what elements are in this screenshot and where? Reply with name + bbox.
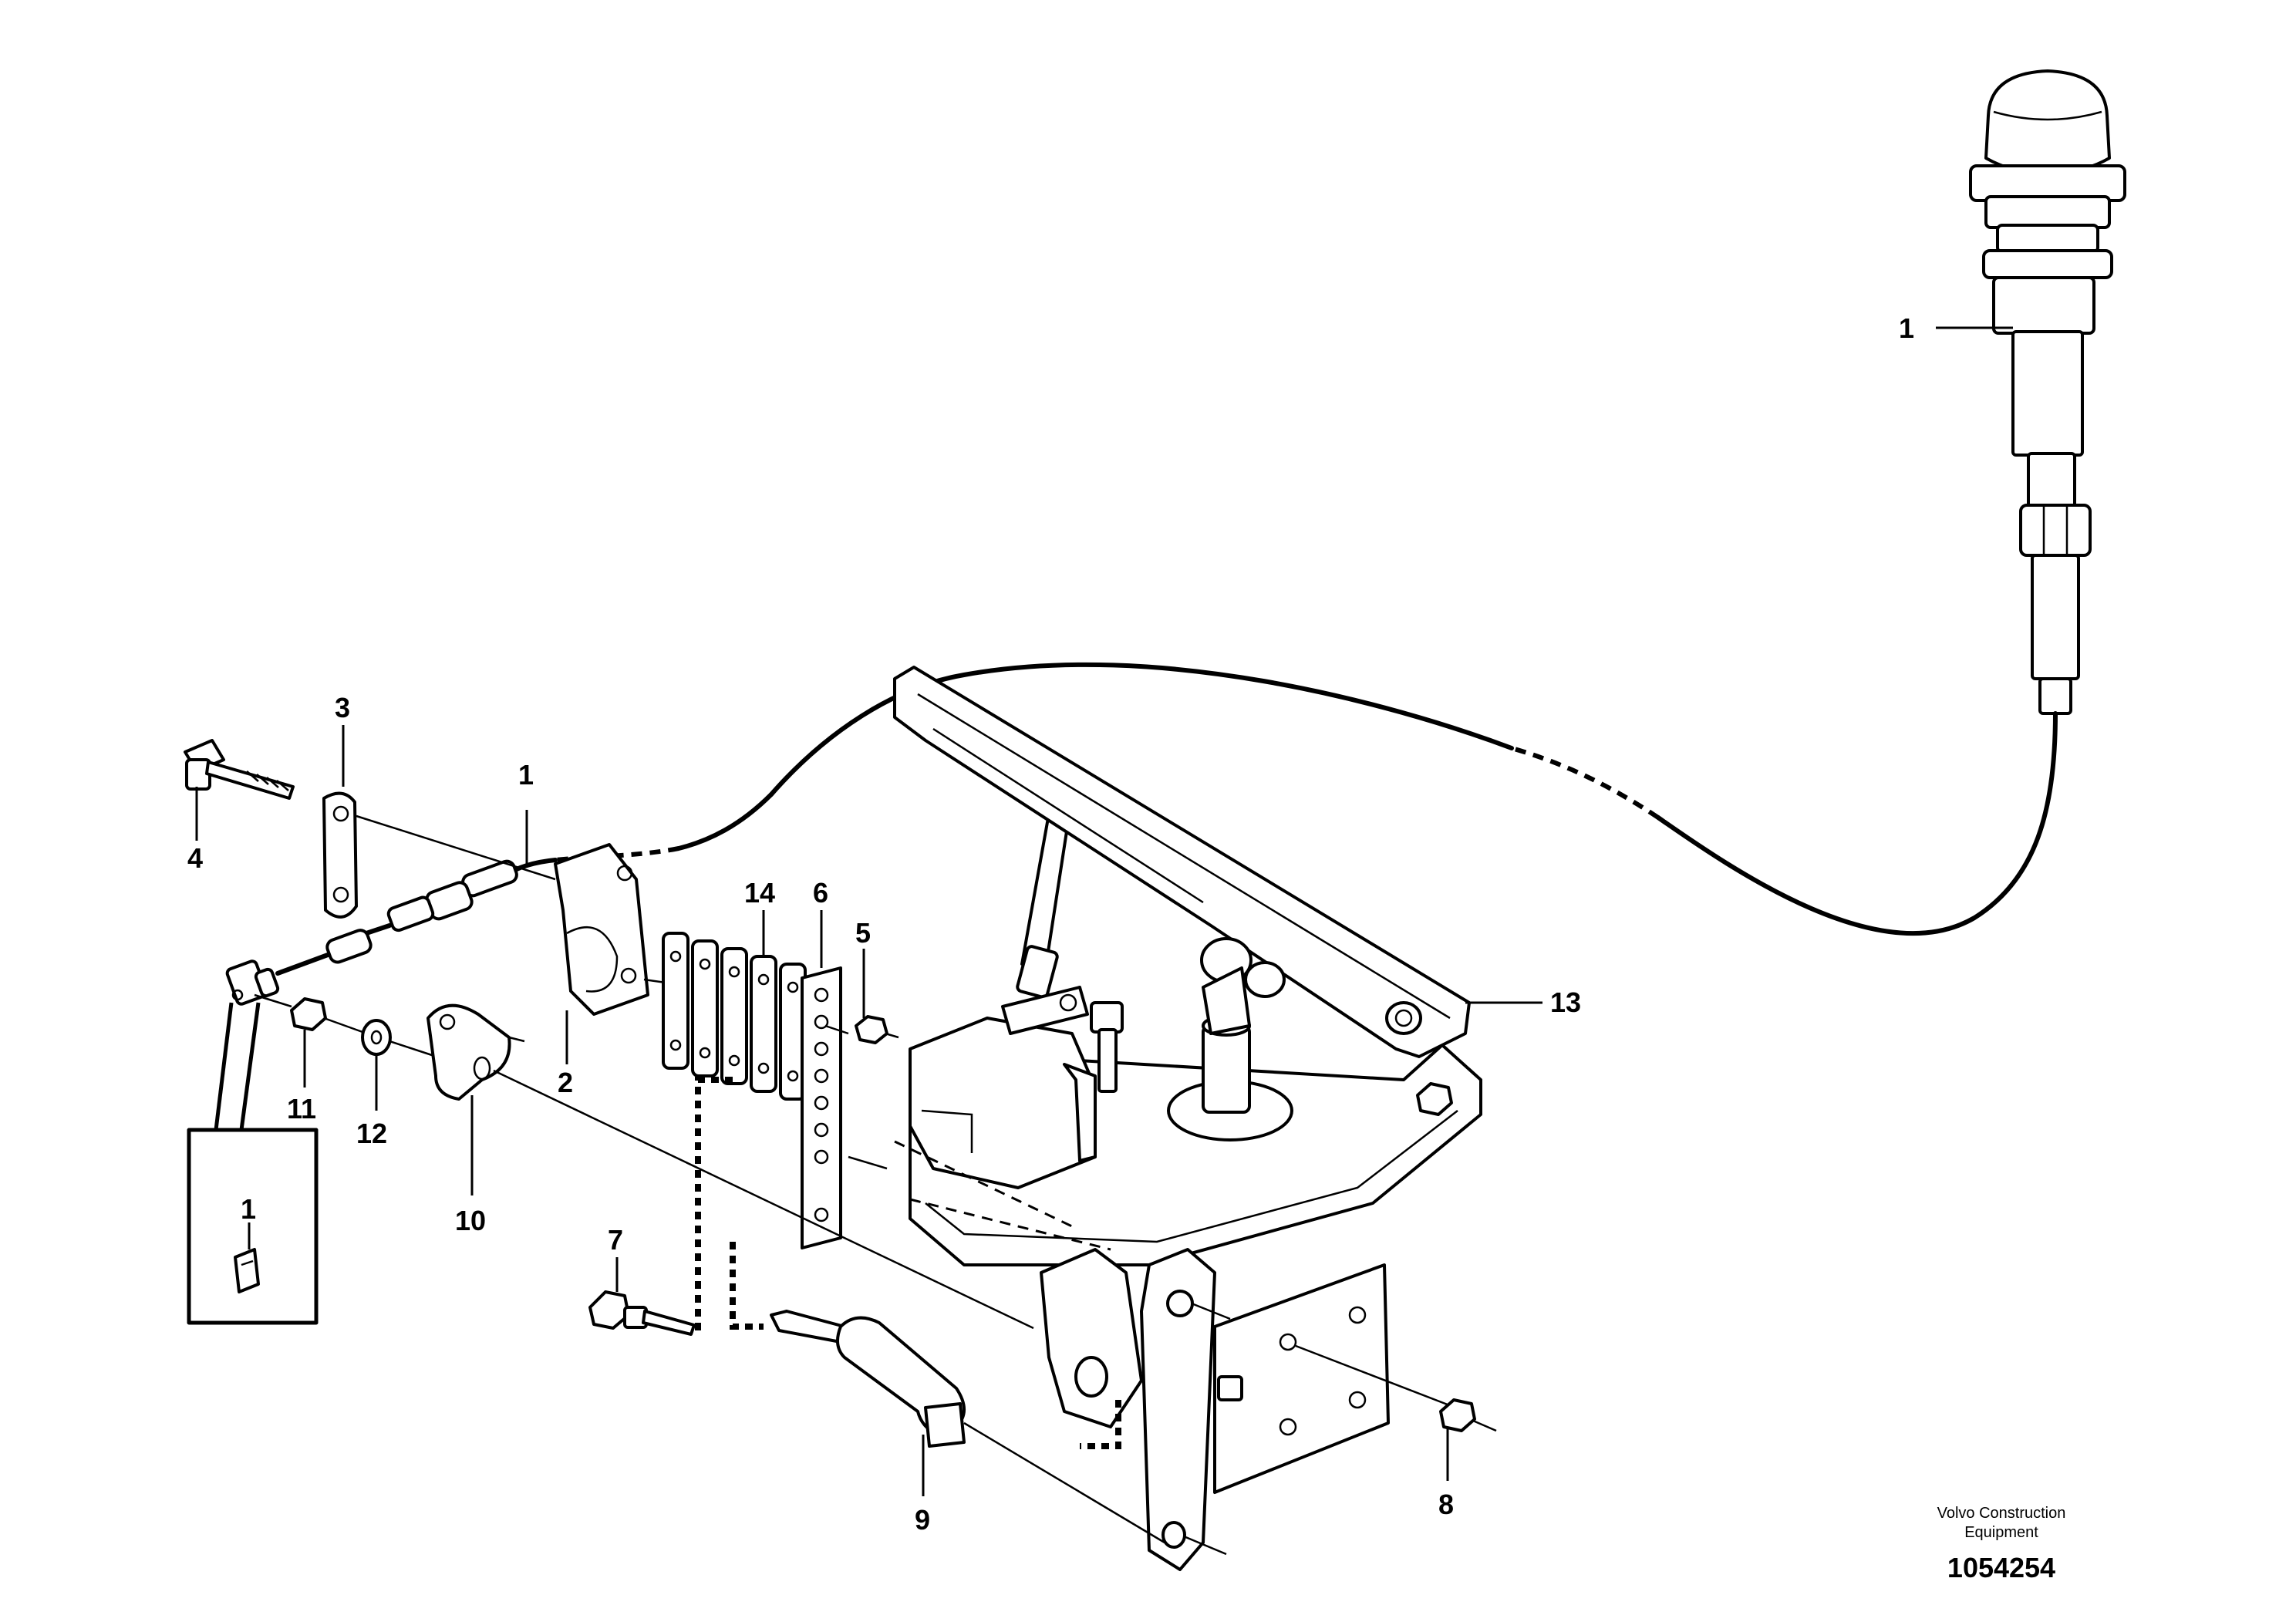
callout-8: 8: [1438, 1489, 1454, 1520]
callout-4: 4: [187, 842, 203, 874]
company-name-line1: Volvo Construction: [1937, 1505, 2066, 1522]
callout-7: 7: [608, 1224, 623, 1256]
callout-labels: 1 1 1 2 3 4 5 6 7 8 9 10 11 12 13 14: [187, 312, 1914, 1536]
shim-stack: [662, 932, 807, 1101]
throttle-cable: [225, 69, 2126, 1006]
callout-5: 5: [855, 917, 871, 949]
callout-14: 14: [744, 877, 775, 909]
hardware-left: [184, 739, 1034, 1330]
callout-2: 2: [558, 1067, 573, 1098]
callout-10: 10: [455, 1205, 486, 1236]
callout-13: 13: [1550, 986, 1581, 1018]
detail-inset: [187, 1002, 319, 1325]
callout-9: 9: [915, 1504, 930, 1536]
callout-1-top: 1: [1899, 312, 1914, 344]
callout-3: 3: [335, 692, 350, 723]
callout-12: 12: [356, 1118, 387, 1149]
callout-6: 6: [813, 877, 828, 909]
drawing-footer: Volvo Construction Equipment 1054254: [1937, 1505, 2066, 1583]
callout-1-cable: 1: [518, 759, 534, 791]
pedal-assembly: [588, 666, 1497, 1571]
callout-1-inset: 1: [241, 1193, 256, 1225]
company-name-line2: Equipment: [1964, 1524, 2038, 1541]
callout-11: 11: [287, 1093, 316, 1125]
drawing-id: 1054254: [1947, 1552, 2055, 1583]
leader-lines: [195, 326, 2013, 1496]
